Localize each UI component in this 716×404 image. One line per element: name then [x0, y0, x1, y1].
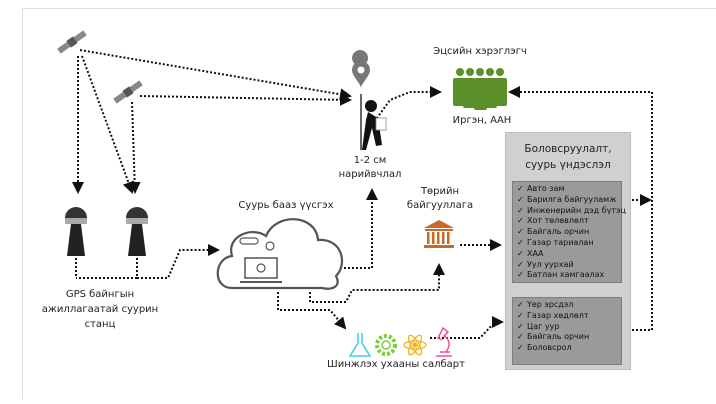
list-item: ✓Цаг уур	[517, 321, 560, 331]
check-icon: ✓	[517, 321, 524, 331]
list-item: ✓Хот төлөвлөлт	[517, 216, 589, 226]
gov-label-2: байгууллага	[406, 200, 474, 211]
check-icon: ✓	[517, 300, 524, 309]
list-item: ✓Газар хөдлөлт	[517, 310, 589, 320]
list-item: ✓Барилга байгууламж	[517, 194, 617, 204]
gps-label: GPS байнгын	[65, 289, 135, 300]
cloud-database-icon	[216, 218, 344, 290]
list-item: ✓Авто зам	[517, 184, 565, 193]
surveyor-icon	[352, 50, 387, 150]
check-icon: ✓	[517, 248, 524, 258]
list-item: ✓Батлан хамгаалах	[517, 270, 605, 280]
connector-lines	[72, 49, 653, 339]
sector-list-1: ✓Авто зам✓Барилга байгууламж✓Инженерийн …	[512, 181, 626, 283]
sector-list-2: ✓Үер эрсдэл✓Газар хөдлөлт✓Цаг уур✓Байгал…	[512, 297, 622, 365]
list-item: ✓Инженерийн дэд бүтэц	[517, 205, 626, 215]
microscope-icon	[436, 326, 452, 357]
check-icon: ✓	[517, 194, 524, 204]
list-item: ✓Байгаль орчин	[517, 332, 590, 342]
science-label: Шинжлэх ухааны салбарт	[327, 359, 465, 370]
end-user-title: Эцсийн хэрэглэгч	[433, 46, 527, 57]
list-item: ✓Боловсрол	[517, 343, 572, 353]
government-building-icon	[424, 220, 454, 248]
check-icon: ✓	[517, 310, 524, 320]
processing-panel: Боловсруулалт, суурь үндэслэл ✓Авто зам✓…	[505, 132, 631, 370]
flask-icon	[348, 333, 372, 357]
panel-title: Боловсруулалт, суурь үндэслэл	[524, 143, 612, 171]
list-item: ✓Байгаль орчин	[517, 227, 590, 237]
gps-label-2: ажиллагаатай суурин	[41, 304, 159, 315]
check-icon: ✓	[517, 227, 524, 237]
accuracy-label: 1-2 см	[353, 155, 387, 166]
list-item: ✓Газар тариалан	[517, 237, 594, 247]
check-icon: ✓	[517, 259, 524, 269]
list-item: ✓ХАА	[517, 248, 544, 258]
list-item: ✓Уул уурхай	[517, 259, 574, 269]
satellite-icon	[113, 80, 143, 104]
gear-icon	[375, 334, 397, 356]
check-icon: ✓	[517, 332, 524, 342]
people-icon	[453, 68, 507, 110]
satellite-icon	[57, 30, 87, 54]
gov-label: Төрийн	[420, 186, 460, 197]
check-icon: ✓	[517, 184, 524, 193]
end-user-subtitle: Иргэн, ААН	[452, 115, 512, 126]
gps-station-icon	[65, 207, 87, 256]
list-item: ✓Үер эрсдэл	[517, 300, 574, 309]
gps-station-icon	[126, 207, 148, 256]
base-db-label: Суурь бааз үүсгэх	[238, 200, 334, 211]
check-icon: ✓	[517, 216, 524, 226]
accuracy-label-2: нарийвчлал	[338, 169, 402, 180]
check-icon: ✓	[517, 237, 524, 247]
check-icon: ✓	[517, 205, 524, 215]
atom-icon	[403, 334, 427, 356]
gps-label-3: станц	[84, 319, 116, 330]
diagram-frame	[22, 8, 716, 399]
check-icon: ✓	[517, 343, 524, 353]
check-icon: ✓	[517, 270, 524, 280]
